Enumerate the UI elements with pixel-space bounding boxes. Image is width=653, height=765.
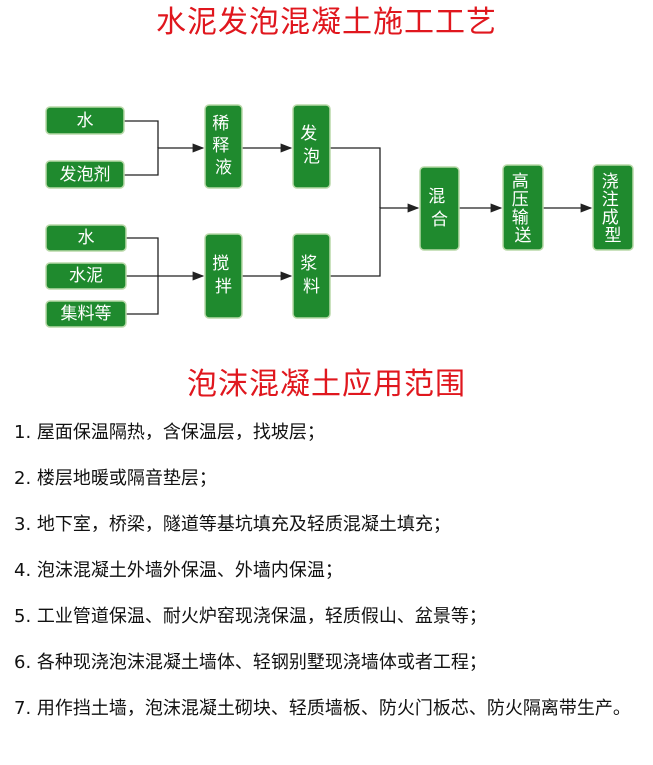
node-pour-molding: 浇 注 成 型 (592, 164, 634, 251)
node-pour-char: 型 (605, 226, 622, 246)
edge-aggregate-stir (126, 276, 159, 315)
node-high-pressure-transfer-label: 高 压 输 送 (512, 172, 534, 246)
node-foam-char: 泡 (303, 147, 320, 167)
node-slurry: 浆 料 (292, 233, 331, 319)
node-foam: 发 泡 (292, 104, 331, 189)
node-dilution-label: 稀 释 液 (212, 114, 234, 178)
node-stir: 搅 拌 (204, 233, 243, 319)
node-hp-char: 压 (512, 190, 529, 210)
edge-foam-mix (330, 147, 381, 208)
node-hp-char: 输 (512, 208, 529, 228)
node-pour-char: 注 (602, 190, 619, 210)
edge-foaming-agent-dilution (124, 143, 205, 176)
node-water-2: 水 (45, 224, 127, 252)
application-item: 2. 楼层地暖或隔音垫层； (14, 468, 217, 489)
node-foaming-agent: 发泡剂 (45, 160, 125, 189)
application-item: 6. 各种现浇泡沫混凝土墙体、轻钢别墅现浇墙体或者工程； (14, 652, 487, 673)
node-water-1-label: 水 (77, 111, 94, 131)
node-stir-char: 拌 (215, 277, 232, 297)
node-water-2-label: 水 (78, 228, 95, 248)
node-slurry-char: 料 (303, 277, 320, 297)
application-item: 5. 工业管道保温、耐火炉窑现浇保温，轻质假山、盆景等； (14, 606, 487, 627)
applications-list: 1. 屋面保温隔热，含保温层，找坡层； 2. 楼层地暖或隔音垫层； 3. 地下室… (14, 410, 639, 732)
page-title: 水泥发泡混凝土施工工艺 (156, 5, 497, 40)
application-item: 7. 用作挡土墙，泡沫混凝土砌块、轻质墙板、防火门板芯、防火隔离带生产。 (14, 698, 631, 719)
process-flowchart: 水 发泡剂 稀 释 液 发 泡 水 水泥 (45, 104, 634, 328)
node-mix-label: 混 合 (428, 187, 450, 230)
edge-slurry-mix (330, 203, 420, 277)
node-aggregate: 集料等 (45, 300, 127, 328)
node-mix: 混 合 (419, 166, 460, 251)
edge-water1-dilution (124, 120, 159, 148)
node-dilution-char: 释 (212, 136, 229, 156)
node-water-1: 水 (45, 106, 125, 135)
node-cement: 水泥 (45, 262, 127, 290)
node-hp-char: 高 (512, 172, 529, 192)
application-item: 1. 屋面保温隔热，含保温层，找坡层； (14, 422, 325, 443)
node-foam-char: 发 (300, 124, 317, 144)
node-cement-label: 水泥 (69, 266, 103, 286)
application-item: 3. 地下室，桥梁，隧道等基坑填充及轻质混凝土填充； (14, 514, 451, 535)
node-aggregate-label: 集料等 (61, 304, 112, 324)
node-mix-char: 合 (431, 210, 448, 230)
node-slurry-label: 浆 料 (300, 254, 322, 297)
node-mix-char: 混 (428, 187, 445, 207)
section-title: 泡沫混凝土应用范围 (187, 367, 466, 402)
node-slurry-char: 浆 (300, 254, 317, 274)
edge-water2-stir (126, 237, 159, 276)
node-foam-label: 发 泡 (300, 124, 322, 167)
node-foaming-agent-label: 发泡剂 (60, 165, 111, 185)
node-stir-label: 搅 拌 (212, 254, 234, 297)
node-pour-molding-label: 浇 注 成 型 (602, 172, 624, 246)
node-dilution: 稀 释 液 (204, 104, 243, 189)
node-pour-char: 成 (602, 208, 619, 228)
node-pour-char: 浇 (602, 172, 619, 192)
node-dilution-char: 液 (215, 158, 232, 178)
node-hp-char: 送 (515, 226, 532, 246)
flow-connectors (124, 120, 593, 315)
application-item: 4. 泡沫混凝土外墙外保温、外墙内保温； (14, 560, 343, 581)
node-high-pressure-transfer: 高 压 输 送 (502, 164, 544, 251)
node-dilution-char: 稀 (212, 114, 229, 134)
node-stir-char: 搅 (212, 254, 229, 274)
